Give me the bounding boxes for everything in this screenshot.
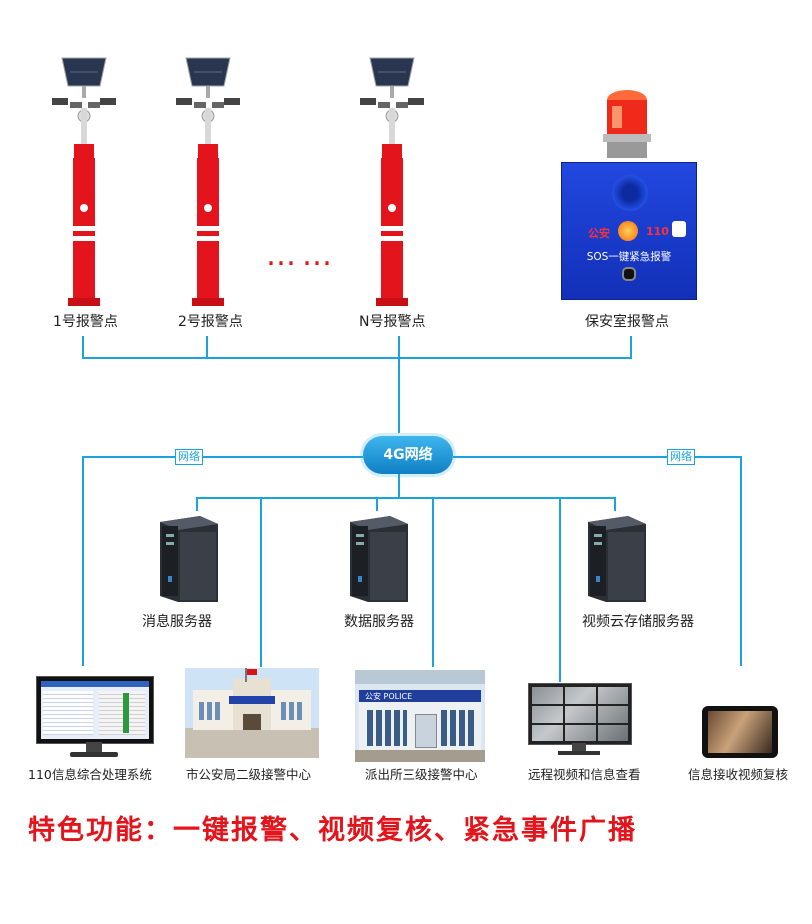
hub-to-server-bus: [398, 474, 400, 498]
bus-drop-server3: [614, 497, 616, 511]
security-room-label: 保安室报警点: [585, 314, 669, 330]
alarm-point-n-label: N号报警点: [359, 314, 426, 330]
server-tower-icon: [588, 516, 646, 602]
siren-icon: [603, 90, 651, 158]
hub-feed-line: [398, 357, 400, 436]
endpoint-city-label: 市公安局二级接警中心: [186, 767, 312, 782]
city-police-building-photo: [185, 668, 319, 758]
drop-line-2: [206, 336, 208, 358]
drop-line-n: [398, 336, 400, 358]
drop-line-1: [82, 336, 84, 358]
bus-drop-station: [432, 497, 434, 667]
server-3-label: 视频云存储服务器: [582, 614, 694, 630]
top-bus-line: [82, 357, 632, 359]
server-tower-icon: [160, 516, 218, 602]
server-1: [156, 512, 222, 604]
ellipsis: ……: [266, 238, 338, 273]
sos-alarm-box: 公安 110 SOS一键紧急报警: [561, 162, 697, 300]
bus-drop-remote: [559, 497, 561, 682]
alarm-pole-n: [352, 48, 432, 310]
left-drop-to-110: [82, 456, 84, 666]
server-1-label: 消息服务器: [142, 614, 212, 630]
right-drop-to-mobile: [740, 456, 742, 666]
bus-drop-city: [260, 497, 262, 667]
police-badge-icon: [672, 221, 686, 237]
speaker-grille: [612, 175, 648, 211]
endpoint-110-label: 110信息综合处理系统: [28, 767, 152, 782]
endpoint-mobile-label: 信息接收视频复核: [688, 767, 789, 782]
server-bus: [196, 497, 616, 499]
network-line-left: [82, 456, 363, 458]
box-110-text: 110: [646, 225, 669, 238]
endpoint-remote-label: 远程视频和信息查看: [528, 767, 641, 782]
bus-drop-server2: [376, 497, 378, 511]
network-tag-left: 网络: [175, 449, 203, 465]
box-sos-text: SOS一键紧急报警: [586, 251, 672, 263]
pole-2-graphic: [176, 57, 240, 306]
alarm-point-1-label: 1号报警点: [53, 314, 118, 330]
police-sign-text: 公安 POLICE: [365, 692, 413, 701]
alarm-pole-2: [168, 48, 248, 310]
server-2: [346, 512, 412, 604]
box-police-text: 公安: [588, 227, 610, 240]
camera-lens: [622, 267, 636, 281]
drop-line-security: [630, 336, 632, 358]
pole-1-graphic: [52, 57, 116, 306]
feature-text: 特色功能：一键报警、视频复核、紧急事件广播: [28, 815, 637, 846]
network-hub: 4G网络: [363, 436, 453, 474]
monitor-screen: [36, 676, 154, 744]
monitor-110: [36, 676, 154, 760]
alarm-pole-1: [44, 48, 124, 310]
video-wall-monitor: [528, 683, 632, 759]
server-tower-icon: [350, 516, 408, 602]
server-3: [584, 512, 650, 604]
alarm-point-2-label: 2号报警点: [178, 314, 243, 330]
police-station-photo: 公安 POLICE: [355, 670, 485, 762]
bus-drop-server1: [196, 497, 198, 511]
tablet-device: [702, 706, 778, 758]
pole-n-graphic: [360, 57, 424, 306]
server-2-label: 数据服务器: [344, 614, 414, 630]
endpoint-station-label: 派出所三级接警中心: [365, 767, 478, 782]
network-line-right: [453, 456, 742, 458]
emergency-button[interactable]: [618, 221, 638, 241]
network-tag-right: 网络: [667, 449, 695, 465]
siren-light: [598, 86, 656, 162]
